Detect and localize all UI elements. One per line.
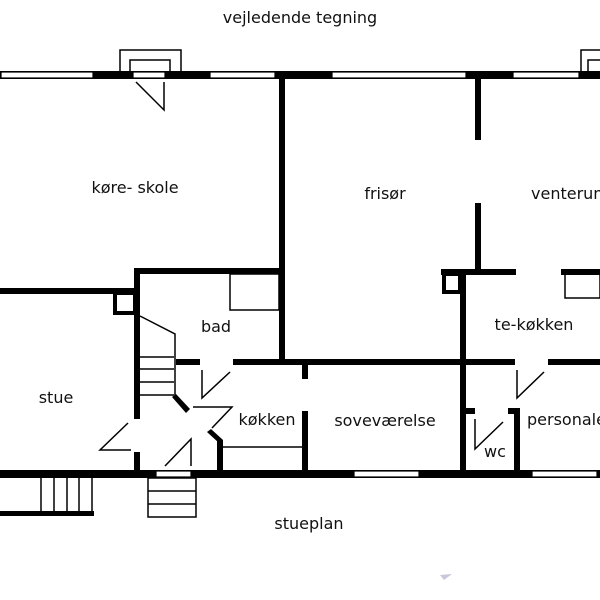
watermark-mark	[440, 574, 452, 580]
outdoor-stairs-left	[0, 478, 94, 516]
room-label-frisor: frisør	[364, 184, 406, 203]
outdoor-stairs-front	[147, 477, 197, 518]
room-label-wc: wc	[484, 442, 506, 461]
entrance-step-top-right	[580, 49, 600, 71]
entrance-step-top-left	[119, 49, 182, 112]
staircase	[139, 315, 176, 396]
door-swings	[98, 370, 545, 467]
room-label-kokken: køkken	[239, 410, 296, 429]
bottom-wall	[0, 470, 600, 478]
room-label-venterum: venterum	[531, 184, 600, 203]
drawing-title: vejledende tegning	[223, 8, 377, 27]
room-label-personale: personale	[527, 410, 600, 429]
door-opening	[155, 470, 192, 478]
interior-walls	[0, 75, 600, 473]
room-label-sovevaerelse: soveværelse	[334, 411, 435, 430]
door-opening	[132, 71, 166, 79]
room-label-stue: stue	[39, 388, 74, 407]
window	[209, 71, 276, 79]
window	[353, 470, 420, 478]
room-label-koreskole: køre- skole	[91, 178, 178, 197]
room-label-bad: bad	[201, 317, 231, 336]
top-wall	[0, 71, 600, 79]
room-label-tekokken: te-køkken	[495, 315, 574, 334]
window	[331, 71, 467, 79]
window	[531, 470, 598, 478]
fixtures	[113, 272, 600, 448]
window	[512, 71, 580, 79]
window	[0, 71, 94, 79]
floor-label: stueplan	[274, 514, 343, 533]
door-swing	[135, 81, 165, 112]
